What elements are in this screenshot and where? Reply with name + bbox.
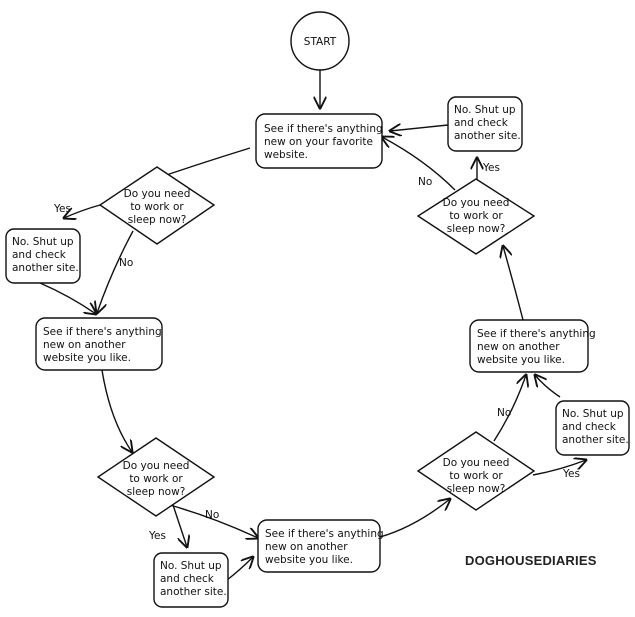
shutup-1-line-2: and check: [12, 249, 67, 261]
box-another-site-right: See if there's anything new on another w…: [469, 319, 596, 373]
decision-4-line-1: Do you need: [443, 197, 510, 209]
shutup-3-line-2: and check: [562, 421, 617, 433]
shutup-3-line-1: No. Shut up: [562, 408, 624, 420]
edge-box-bottom-to-d3: [379, 499, 450, 538]
edge-labels: Yes No Yes No Yes No Yes No: [53, 162, 580, 542]
label-no-3: No: [497, 407, 511, 419]
edge-d3-yes-to-s3: [532, 460, 586, 476]
label-yes-2: Yes: [148, 530, 166, 542]
decision-3-line-1: Do you need: [443, 457, 510, 469]
decision-2-line-1: Do you need: [123, 460, 190, 472]
box-left-line-2: new on another: [43, 339, 126, 351]
shutup-box-2: No. Shut up and check another site.: [153, 552, 229, 608]
shutup-4-line-2: and check: [454, 117, 509, 129]
box-right-line-2: new on another: [477, 341, 560, 353]
edge-d3-no-to-box-right: [493, 375, 526, 442]
brand-logo: DOGHOUSEDIARIES: [465, 553, 597, 568]
edge-d2-no-to-box-bottom: [169, 504, 258, 538]
label-yes-3: Yes: [562, 468, 580, 480]
decision-3-line-2: to work or: [449, 470, 503, 482]
decision-1: Do you need to work or sleep now?: [98, 166, 216, 245]
shutup-3-line-3: another site.: [562, 434, 629, 446]
label-no-1: No: [119, 257, 133, 269]
decision-1-line-3: sleep now?: [128, 214, 187, 226]
edge-s3-to-box-right: [535, 375, 561, 398]
box-favorite-line-1: See if there's anything: [264, 123, 383, 135]
shutup-4-line-3: another site.: [454, 130, 521, 142]
box-right-line-3: website you like.: [477, 354, 565, 366]
decision-4: Do you need to work or sleep now?: [416, 178, 536, 255]
start-node: START: [290, 11, 350, 71]
decision-2-line-3: sleep now?: [127, 486, 186, 498]
box-right-line-1: See if there's anything: [477, 328, 596, 340]
edge-box-right-to-d4: [503, 246, 524, 321]
decision-1-line-1: Do you need: [124, 188, 191, 200]
decision-3: Do you need to work or sleep now?: [416, 431, 536, 511]
decision-2-line-2: to work or: [129, 473, 183, 485]
shutup-1-line-3: another site.: [12, 262, 79, 274]
edge-s2-to-box-bottom: [226, 557, 253, 581]
shutup-2-line-2: and check: [160, 573, 215, 585]
label-no-4: No: [418, 176, 432, 188]
shutup-2-line-3: another site.: [160, 586, 227, 598]
edge-d1-no-to-box-left: [97, 230, 134, 313]
label-yes-4: Yes: [482, 162, 500, 174]
edge-d1-yes-to-s1: [64, 204, 101, 218]
box-another-site-left: See if there's anything new on another w…: [35, 317, 163, 371]
decision-4-line-3: sleep now?: [447, 223, 506, 235]
box-bottom-line-2: new on another: [265, 541, 348, 553]
box-bottom-line-1: See if there's anything: [265, 528, 384, 540]
label-no-2: No: [205, 509, 219, 521]
decision-1-line-2: to work or: [130, 201, 184, 213]
edges: [39, 70, 586, 581]
shutup-4-line-1: No. Shut up: [454, 104, 516, 116]
decision-3-line-3: sleep now?: [447, 483, 506, 495]
shutup-box-3: No. Shut up and check another site.: [555, 400, 630, 456]
shutup-box-4: No. Shut up and check another site.: [447, 96, 523, 152]
decision-2: Do you need to work or sleep now?: [96, 437, 216, 517]
edge-d4-no-to-favorite: [382, 137, 456, 191]
edge-s1-to-box-left: [39, 282, 96, 314]
decision-4-line-2: to work or: [449, 210, 503, 222]
box-favorite-site: See if there's anything new on your favo…: [255, 113, 383, 169]
edge-box-left-to-d2: [101, 369, 132, 452]
start-label: START: [304, 36, 337, 48]
shutup-box-1: No. Shut up and check another site.: [5, 228, 81, 284]
box-favorite-line-3: website.: [264, 149, 308, 161]
shutup-2-line-1: No. Shut up: [160, 560, 222, 572]
box-left-line-3: website you like.: [43, 352, 131, 364]
box-another-site-bottom: See if there's anything new on another w…: [257, 519, 384, 573]
box-bottom-line-3: website you like.: [265, 554, 353, 566]
box-favorite-line-2: new on your favorite: [264, 136, 373, 148]
shutup-1-line-1: No. Shut up: [12, 236, 74, 248]
edge-s4-to-favorite: [390, 125, 449, 131]
box-left-line-1: See if there's anything: [43, 326, 162, 338]
label-yes-1: Yes: [53, 203, 71, 215]
